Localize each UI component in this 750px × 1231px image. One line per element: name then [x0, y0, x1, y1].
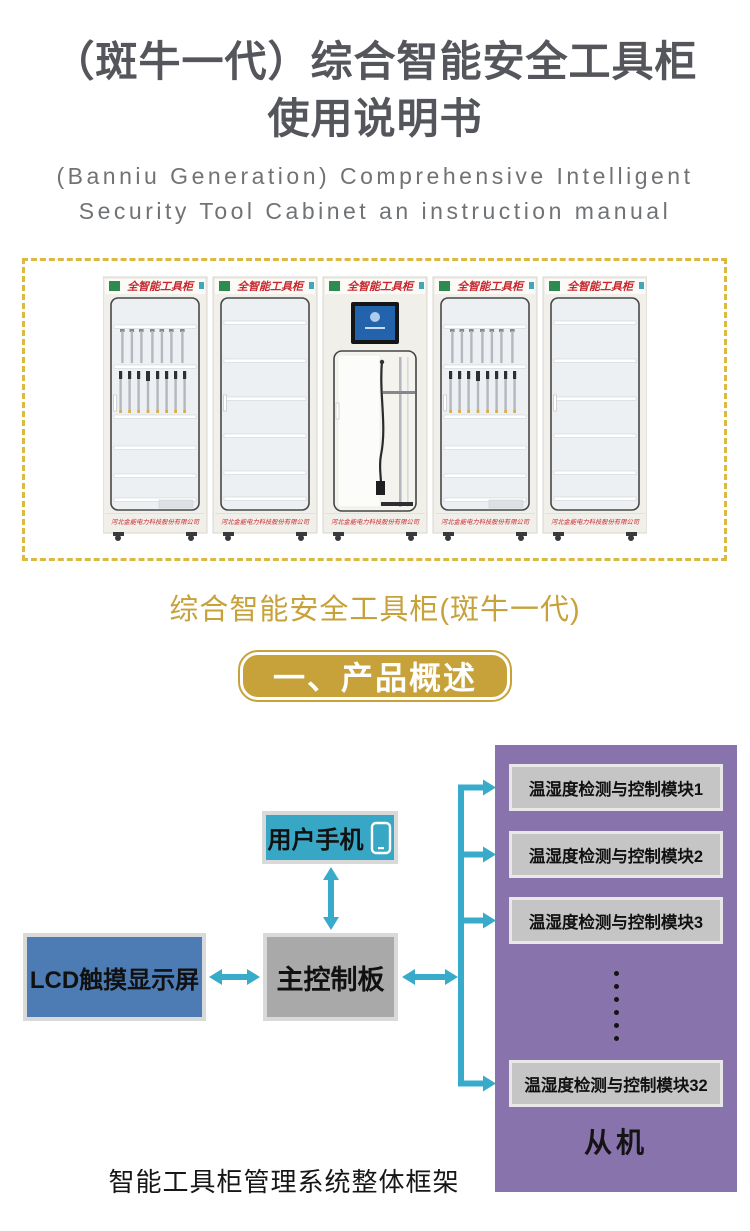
module-bus-line [458, 784, 464, 1087]
title-line-1: （斑牛一代）综合智能安全工具柜 [52, 38, 698, 85]
module-box-3: 温湿度检测与控制模块3 [509, 897, 723, 944]
door-handle [222, 394, 227, 411]
hanging-rods [119, 328, 185, 363]
cabinet-empty-2: 全智能工具柜 河北金能电力科技股份有限公司 [542, 276, 647, 541]
connector-arrows [209, 779, 496, 1092]
shelves [113, 324, 196, 502]
cabinet-company-text: 河北金能电力科技股份有限公司 [330, 518, 419, 526]
arrow-to-module-1 [461, 779, 496, 796]
grid-logo-icon [328, 280, 340, 291]
casters [442, 531, 527, 541]
grid-logo-icon [218, 280, 230, 291]
cabinet-empty-1: 全智能工具柜 河北金能电力科技股份有限公司 [212, 276, 317, 541]
cabinet-tools-2: 全智能工具柜 [432, 276, 537, 541]
cross-bar [382, 390, 415, 394]
product-photo-frame: 全智能工具柜 [22, 258, 727, 561]
hand-tools [448, 370, 516, 413]
hand-tools [118, 370, 186, 413]
smartphone-icon [369, 821, 393, 855]
title-block: （斑牛一代）综合智能安全工具柜 使用说明书 (Banniu Generation… [0, 34, 750, 228]
hanging-cable [378, 360, 384, 493]
cabinet-company-text: 河北金能电力科技股份有限公司 [110, 518, 199, 526]
arrow-to-module-3 [461, 912, 496, 929]
module-box-32: 温湿度检测与控制模块32 [509, 1060, 723, 1107]
hanging-rods [449, 328, 515, 363]
lcd-board-double-arrow [209, 969, 260, 985]
cabinet-row-illustration: 全智能工具柜 [102, 276, 647, 541]
touchscreen [350, 301, 399, 344]
subtitle-line-2: Security Tool Cabinet an instruction man… [78, 197, 672, 224]
door-handle [442, 394, 447, 411]
door-handle [552, 394, 557, 411]
slave-label: 从机 [583, 1127, 648, 1158]
module-box-1: 温湿度检测与控制模块1 [509, 764, 723, 811]
arrow-to-module-2 [461, 846, 496, 863]
cabinet-brand-text: 全智能工具柜 [237, 280, 305, 293]
board-bus-double-arrow [402, 969, 458, 985]
subtitle-line-1: (Banniu Generation) Comprehensive Intell… [56, 163, 694, 190]
cabinet-company-text: 河北金能电力科技股份有限公司 [550, 518, 639, 526]
cabinet-brand-text: 全智能工具柜 [567, 280, 635, 293]
door-handle [112, 394, 117, 411]
cabinet-control: 全智能工具柜 河北金能电力科技股份有限公司 [322, 276, 427, 541]
lcd-display-box: LCD触摸显示屏 [23, 933, 206, 1021]
shelves [553, 320, 636, 501]
main-control-board-box: 主控制板 [263, 933, 398, 1021]
figure-caption: 综合智能安全工具柜(斑牛一代) [169, 594, 581, 626]
module-box-2: 温湿度检测与控制模块2 [509, 831, 723, 878]
page-subtitle: (Banniu Generation) Comprehensive Intell… [0, 159, 750, 228]
casters [332, 531, 417, 541]
arrow-to-module-32 [461, 1075, 496, 1092]
section-banner-label: 一、产品概述 [272, 660, 477, 696]
ellipsis-dots [495, 971, 737, 1041]
shelves [443, 324, 526, 502]
grid-logo-icon [438, 280, 450, 291]
page-title: （斑牛一代）综合智能安全工具柜 使用说明书 [0, 34, 750, 147]
phone-board-double-arrow [323, 867, 339, 930]
cabinet-company-text: 河北金能电力科技股份有限公司 [440, 518, 529, 526]
cabinet-brand-text: 全智能工具柜 [347, 280, 415, 293]
casters [112, 531, 197, 541]
casters [222, 531, 307, 541]
cabinet-brand-text: 全智能工具柜 [127, 280, 195, 293]
casters [552, 531, 637, 541]
user-phone-label: 用户手机 [267, 827, 364, 854]
shelves [223, 320, 306, 501]
diagram-caption: 智能工具柜管理系统整体框架 [108, 1167, 460, 1197]
grid-logo-icon [108, 280, 120, 291]
door-handle [335, 402, 339, 419]
title-line-2: 使用说明书 [267, 94, 483, 142]
user-phone-box: 用户手机 [262, 811, 398, 864]
slave-panel: 温湿度检测与控制模块1 温湿度检测与控制模块2 温湿度检测与控制模块3 温湿度检… [495, 745, 737, 1192]
cabinet-tools-1: 全智能工具柜 [102, 276, 207, 541]
section-banner: 一、产品概述 [238, 650, 512, 702]
cabinet-company-text: 河北金能电力科技股份有限公司 [220, 518, 309, 526]
cabinet-brand-text: 全智能工具柜 [457, 280, 525, 293]
grid-logo-icon [548, 280, 560, 291]
